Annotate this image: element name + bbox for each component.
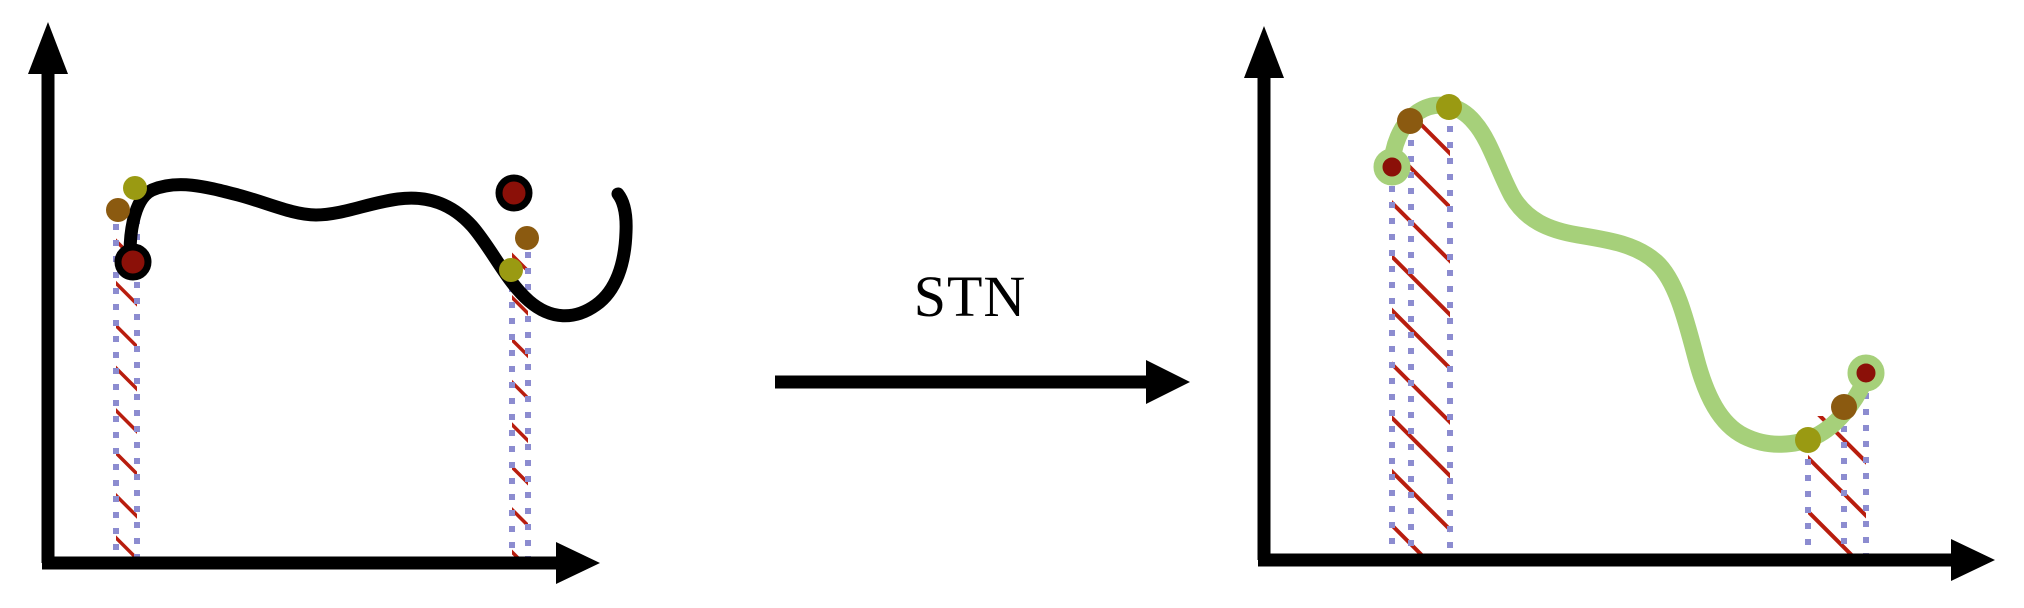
anchor-end-marker <box>495 174 533 212</box>
x-axis-arrowhead <box>556 542 600 584</box>
anchor-start-marker <box>114 243 152 281</box>
stn-arrow <box>775 360 1190 404</box>
ctrl-start-brown-marker <box>1397 108 1423 134</box>
source-signal-chart <box>0 0 660 608</box>
y-axis-arrowhead <box>28 22 68 74</box>
markers <box>106 174 539 282</box>
axes <box>28 22 600 584</box>
anchor-end-marker <box>1847 354 1885 392</box>
ctrl-end-brown-marker <box>1831 394 1857 420</box>
anchor-start-marker <box>1373 148 1411 186</box>
axes <box>1244 26 1995 581</box>
source-signal-svg <box>28 22 633 584</box>
ctrl-end-olive-marker <box>1795 427 1821 453</box>
warped-curve <box>1383 96 1873 453</box>
ctrl-end-brown-marker <box>515 226 539 250</box>
guide-lines <box>1389 110 1869 560</box>
y-axis-arrowhead <box>1244 26 1284 78</box>
ctrl-start-brown-marker <box>106 198 130 222</box>
warped-signal-svg <box>1244 26 1995 581</box>
ctrl-start-olive-marker <box>123 176 147 200</box>
hatched-band-left <box>116 208 137 563</box>
transform-arrow-panel: STN <box>660 0 1240 608</box>
arrow-svg <box>775 360 1190 404</box>
hatched-band-right <box>512 250 528 563</box>
hatched-band-left <box>1392 116 1450 560</box>
warped-signal-chart <box>1240 0 2024 608</box>
x-axis-arrowhead <box>1951 539 1995 581</box>
stn-label: STN <box>913 264 1027 329</box>
guide-lines <box>113 186 531 563</box>
ctrl-start-olive-marker <box>1436 94 1462 120</box>
source-curve <box>123 178 633 323</box>
ctrl-end-olive-marker <box>499 258 523 282</box>
markers <box>1373 94 1885 453</box>
